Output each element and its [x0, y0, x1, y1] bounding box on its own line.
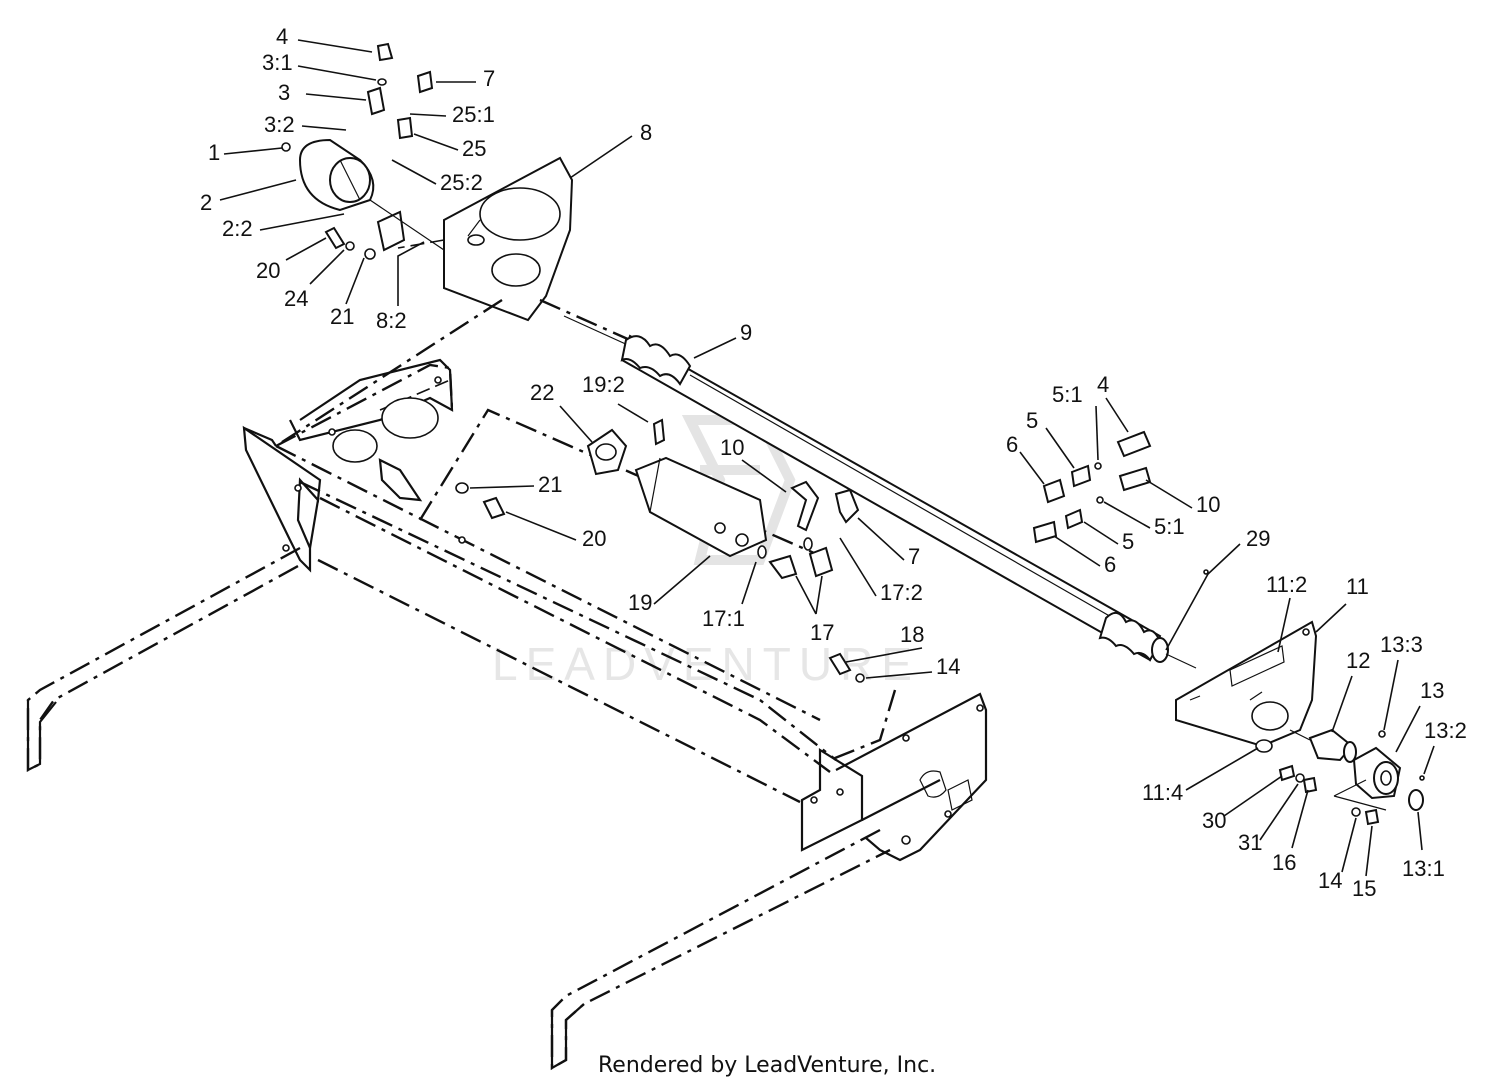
callout-label: 21: [538, 472, 562, 497]
motor-assembly-center: [455, 418, 865, 683]
callout-label: 8: [640, 120, 652, 145]
callout-label: 10: [1196, 492, 1220, 517]
callout-label: 14: [936, 654, 960, 679]
callout-label: 17: [810, 620, 834, 645]
callout-label: 19: [628, 590, 652, 615]
callout-label: 17:2: [880, 580, 923, 605]
callout-label: 3:2: [264, 112, 295, 137]
callout-label: 25:2: [440, 170, 483, 195]
callout-label: 25: [462, 136, 486, 161]
callout-label: 2: [200, 190, 212, 215]
callout-label: 20: [582, 526, 606, 551]
callout-label: 1: [208, 140, 220, 165]
callout-label: 7: [908, 544, 920, 569]
callout-label: 12: [1346, 648, 1370, 673]
bearing-plate-right: [1175, 620, 1425, 826]
callout-label: 5: [1122, 529, 1134, 554]
callout-label: 5:1: [1052, 382, 1083, 407]
callout-label: 3:1: [262, 50, 293, 75]
callout-label: 16: [1272, 850, 1296, 875]
callout-label: 13:2: [1424, 718, 1467, 743]
pump-assembly-left: [275, 42, 631, 448]
drive-shaft: [563, 315, 1197, 669]
footer-credit: Rendered by LeadVenture, Inc.: [598, 1053, 936, 1078]
callout-label: 9: [740, 320, 752, 345]
callout-label: 25:1: [452, 102, 495, 127]
callout-label: 13: [1420, 678, 1444, 703]
callout-label: 18: [900, 622, 924, 647]
callout-label: 14: [1318, 868, 1342, 893]
callout-label: 19:2: [582, 372, 625, 397]
callout-label: 10: [720, 435, 744, 460]
callout-label: 15: [1352, 876, 1376, 901]
callout-label: 3: [278, 80, 290, 105]
callout-label: 2:2: [222, 216, 253, 241]
watermark-text: LEADVENTURE: [492, 638, 920, 690]
callout-label: 5:1: [1154, 514, 1185, 539]
callout-label: 30: [1202, 808, 1226, 833]
callout-label: 11: [1346, 574, 1369, 599]
callout-label: 7: [483, 66, 495, 91]
callout-label: 4: [1097, 372, 1109, 397]
callout-label: 17:1: [702, 606, 745, 631]
callout-label: 4: [276, 24, 288, 49]
callout-label: 8:2: [376, 308, 407, 333]
callout-label: 20: [256, 258, 280, 283]
main-frame: [26, 358, 988, 1071]
callout-label: 22: [530, 380, 554, 405]
callout-label: 5: [1026, 408, 1038, 433]
leader-lines: [219, 39, 1435, 877]
callout-label: 6: [1104, 552, 1116, 577]
callout-label: 6: [1006, 432, 1018, 457]
fittings-right: [1032, 430, 1209, 575]
callout-label: 13:1: [1402, 856, 1445, 881]
callout-label: 21: [330, 304, 354, 329]
callout-label: 11:4: [1142, 780, 1183, 805]
callout-label: 29: [1246, 526, 1270, 551]
callout-label: 11:2: [1266, 572, 1307, 597]
callout-label: 31: [1238, 830, 1262, 855]
callout-label: 13:3: [1380, 632, 1423, 657]
callout-label: 24: [284, 286, 308, 311]
